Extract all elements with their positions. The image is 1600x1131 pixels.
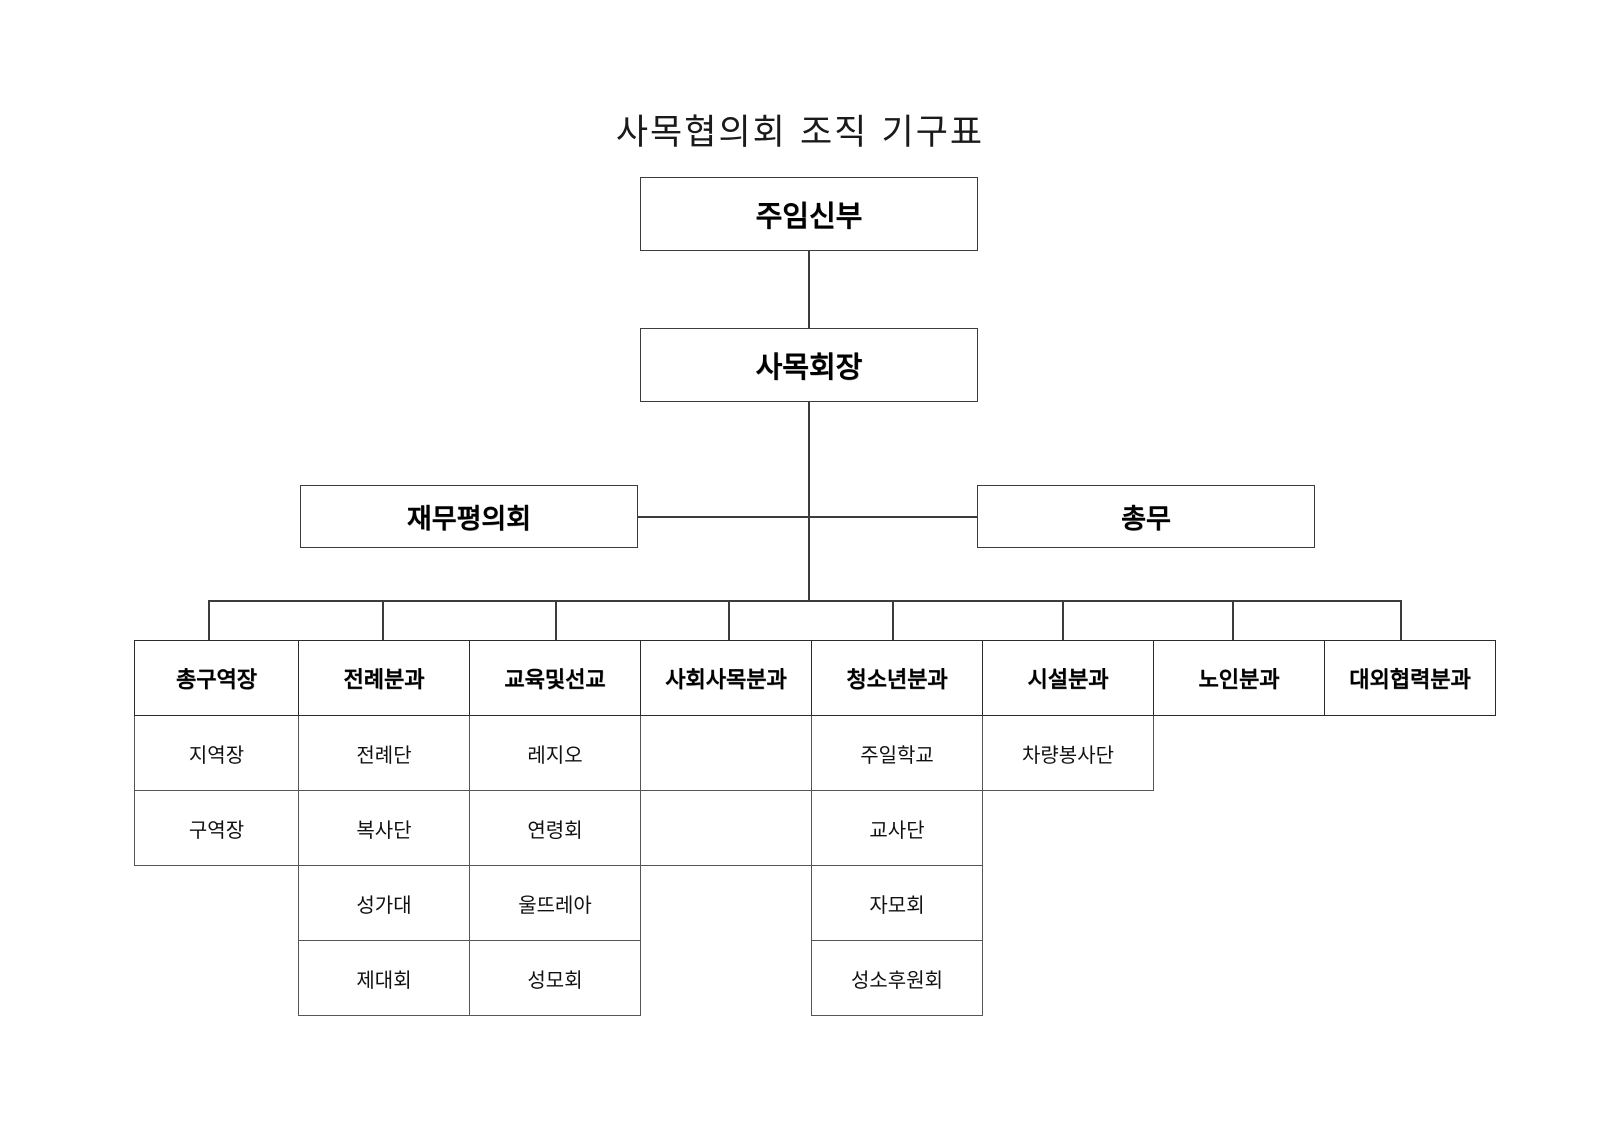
department-item-label: 전례단 <box>356 742 412 767</box>
department-header-cell[interactable]: 청소년분과 <box>811 640 983 716</box>
department-header-cell[interactable]: 교육및선교 <box>469 640 641 716</box>
department-header-label: 총구역장 <box>176 668 257 693</box>
node-finance-council-label: 재무평의회 <box>406 504 532 535</box>
department-header-label: 청소년분과 <box>846 668 948 693</box>
department-header-label: 대외협력분과 <box>1349 668 1471 693</box>
department-header-label: 시설분과 <box>1027 668 1109 693</box>
department-sub-row: 성가대 울뜨레아 자모회 <box>135 865 1496 941</box>
department-empty-cell <box>640 715 812 791</box>
department-empty-cell <box>1154 866 1325 941</box>
department-header-label: 교육및선교 <box>504 668 606 693</box>
connector-stem-to-general <box>808 516 978 518</box>
department-item-cell[interactable]: 연령회 <box>469 790 641 866</box>
department-header-cell[interactable]: 노인분과 <box>1153 640 1325 716</box>
department-empty-cell <box>1325 716 1496 791</box>
department-empty-cell <box>983 866 1154 941</box>
department-item-cell[interactable]: 주일학교 <box>811 715 983 791</box>
department-header-row: 총구역장 전례분과 교육및선교 사회사목분과 청소년분과 시설분과 노인분과 대외협력분과 <box>134 640 1496 716</box>
connector-chair-to-bus <box>808 401 810 601</box>
page-title: 사목협의회 조직 기구표 <box>615 113 985 153</box>
department-item-cell[interactable]: 울뜨레아 <box>469 865 641 941</box>
department-sub-row: 지역장 전례단 레지오 주일학교 차량봉사단 <box>134 715 1496 791</box>
department-item-cell[interactable]: 지역장 <box>134 715 299 791</box>
connector-drop-line <box>1062 600 1064 640</box>
department-item-cell[interactable]: 성소후원회 <box>811 940 983 1016</box>
department-header-label: 사회사목분과 <box>665 668 787 693</box>
connector-drop-line <box>1232 600 1234 640</box>
connector-finance-to-stem <box>638 516 808 518</box>
node-finance-council[interactable]: 재무평의회 <box>300 485 638 548</box>
department-item-cell[interactable]: 레지오 <box>469 715 641 791</box>
department-item-cell[interactable]: 전례단 <box>298 715 470 791</box>
connector-bus-bar <box>208 600 1402 602</box>
department-item-label: 연령회 <box>527 817 583 842</box>
department-sub-row: 구역장 복사단 연령회 교사단 <box>134 790 1496 866</box>
connector-drop-line <box>208 600 210 640</box>
department-item-cell[interactable]: 차량봉사단 <box>982 715 1154 791</box>
connector-drop-line <box>1400 600 1402 640</box>
department-header-label: 전례분과 <box>343 668 425 693</box>
connector-drop-line <box>728 600 730 640</box>
department-item-label: 복사단 <box>356 817 412 842</box>
department-empty-cell <box>983 791 1154 866</box>
department-item-label: 주일학교 <box>860 742 934 767</box>
department-item-label: 자모회 <box>869 892 925 917</box>
department-item-label: 교사단 <box>869 817 925 842</box>
department-item-cell[interactable]: 성모회 <box>469 940 641 1016</box>
department-item-label: 구역장 <box>188 817 245 842</box>
node-council-chair[interactable]: 사목회장 <box>640 328 978 402</box>
connector-drop-line <box>555 600 557 640</box>
department-empty-cell <box>641 866 812 941</box>
department-item-cell[interactable]: 제대회 <box>298 940 470 1016</box>
department-empty-cell <box>135 866 299 941</box>
department-empty-cell <box>1325 941 1496 1016</box>
department-sub-row: 제대회 성모회 성소후원회 <box>135 940 1496 1016</box>
department-header-label: 노인분과 <box>1198 668 1280 693</box>
department-empty-cell <box>641 941 812 1016</box>
department-item-label: 레지오 <box>527 742 583 767</box>
department-item-cell[interactable]: 자모회 <box>811 865 983 941</box>
node-general-affairs[interactable]: 총무 <box>977 485 1315 548</box>
department-header-cell[interactable]: 시설분과 <box>982 640 1154 716</box>
department-item-label: 성가대 <box>356 892 412 917</box>
department-empty-cell <box>1325 791 1496 866</box>
department-empty-cell <box>983 941 1154 1016</box>
department-item-cell[interactable]: 구역장 <box>134 790 299 866</box>
connector-chief-to-chair <box>808 250 810 329</box>
department-item-cell[interactable]: 복사단 <box>298 790 470 866</box>
department-item-label: 울뜨레아 <box>518 892 592 917</box>
department-header-cell[interactable]: 전례분과 <box>298 640 470 716</box>
connector-drop-line <box>892 600 894 640</box>
node-chief-priest[interactable]: 주임신부 <box>640 177 978 251</box>
node-general-affairs-label: 총무 <box>1121 504 1171 535</box>
node-council-chair-label: 사목회장 <box>755 350 863 384</box>
connector-drop-line <box>382 600 384 640</box>
department-empty-cell <box>1325 866 1496 941</box>
department-item-label: 제대회 <box>356 967 412 992</box>
department-empty-cell <box>1154 941 1325 1016</box>
department-item-label: 지역장 <box>188 742 245 767</box>
department-header-cell[interactable]: 대외협력분과 <box>1324 640 1496 716</box>
department-empty-cell <box>1154 791 1325 866</box>
department-item-label: 차량봉사단 <box>1022 742 1114 767</box>
department-item-cell[interactable]: 성가대 <box>298 865 470 941</box>
department-header-cell[interactable]: 사회사목분과 <box>640 640 812 716</box>
department-item-cell[interactable]: 교사단 <box>811 790 983 866</box>
department-header-cell[interactable]: 총구역장 <box>134 640 299 716</box>
department-item-label: 성소후원회 <box>851 967 943 992</box>
department-item-label: 성모회 <box>527 967 583 992</box>
node-chief-priest-label: 주임신부 <box>755 199 863 233</box>
department-empty-cell <box>1154 716 1325 791</box>
department-empty-cell <box>640 790 812 866</box>
department-empty-cell <box>135 941 299 1016</box>
